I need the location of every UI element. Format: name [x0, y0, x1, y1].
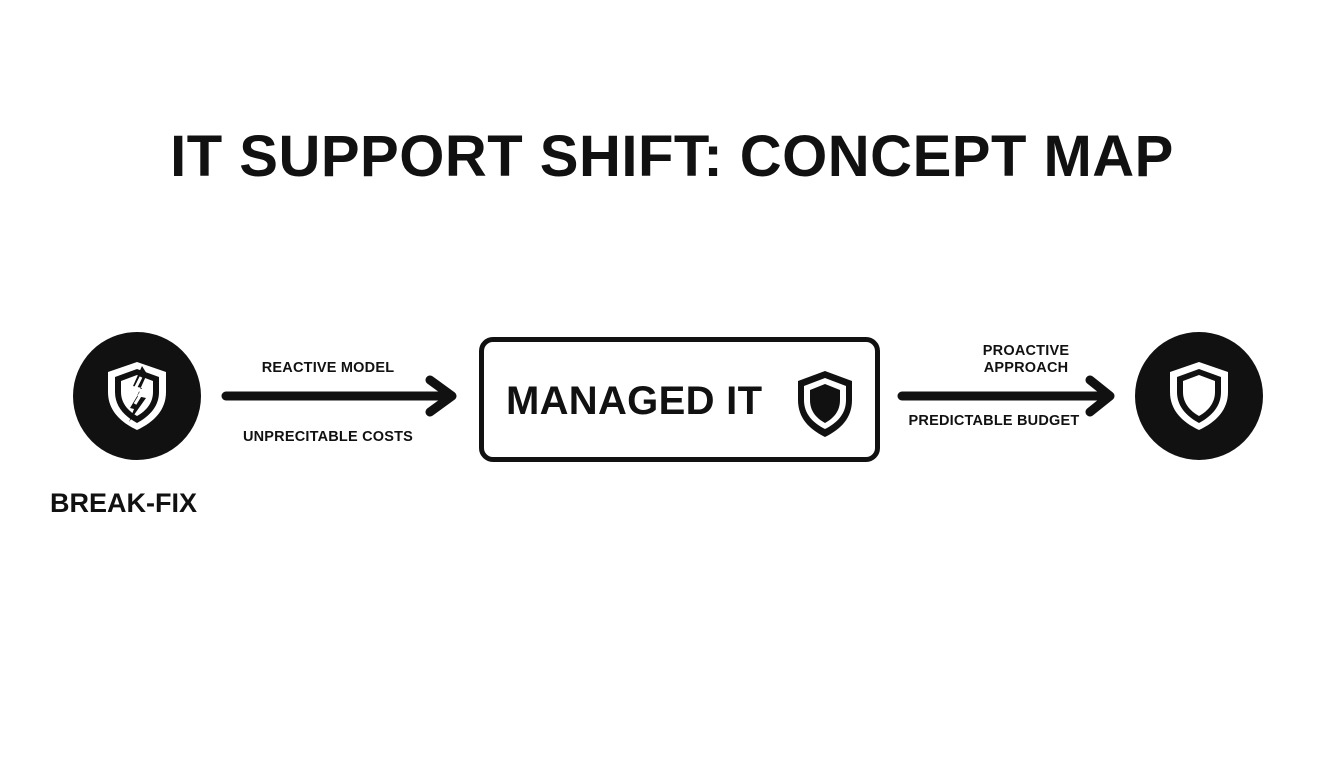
shield-outline-icon [1170, 362, 1228, 430]
break-fix-node [73, 332, 201, 460]
unpredictable-costs-label: UNPRECITABLE COSTS [242, 429, 414, 445]
arrow-managed-to-proactive [897, 375, 1115, 417]
predictable-budget-label: PREDICTABLE BUDGET [908, 413, 1080, 429]
reactive-model-label: REACTIVE MODEL [261, 360, 395, 376]
shield-icon [798, 371, 852, 437]
managed-it-node: MANAGED IT [479, 337, 880, 462]
arrow-breakfix-to-managed [221, 375, 457, 417]
broken-shield-icon [108, 362, 166, 430]
page-title: IT SUPPORT SHIFT: CONCEPT MAP [170, 124, 1174, 189]
proactive-node [1135, 332, 1263, 460]
managed-it-label: MANAGED IT [506, 379, 763, 423]
break-fix-label: BREAK-FIX [50, 488, 197, 518]
proactive-approach-label: PROACTIVE APPROACH [982, 343, 1070, 376]
